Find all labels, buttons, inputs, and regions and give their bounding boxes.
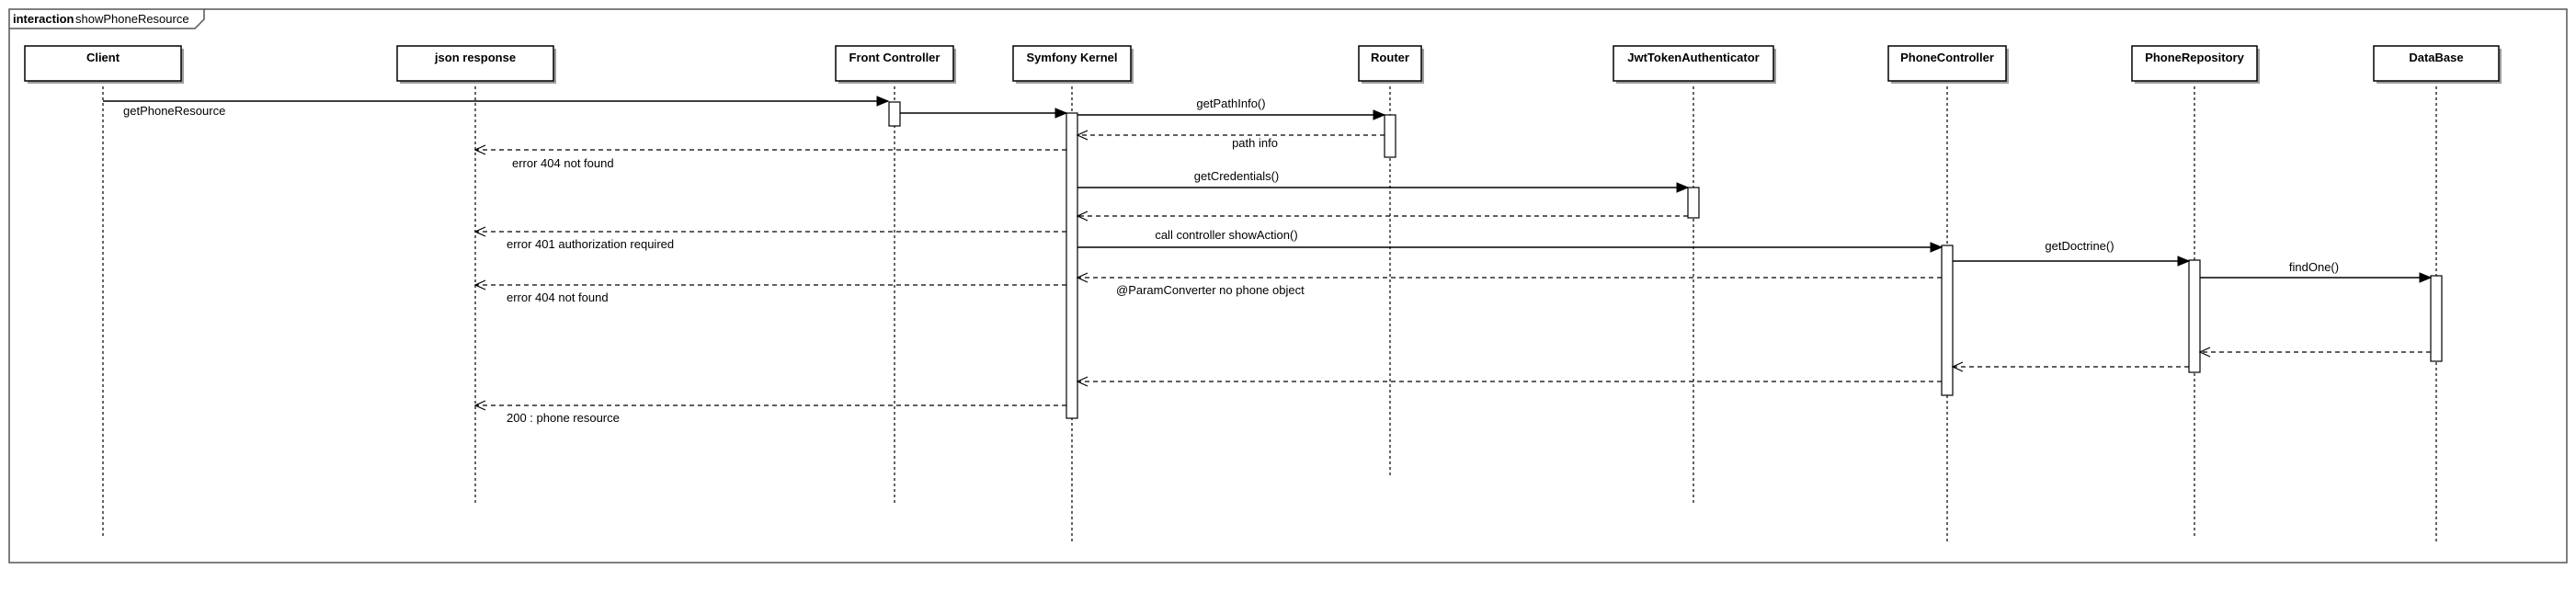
message-return: path info — [1076, 130, 1385, 150]
arrowhead-open — [1076, 211, 1089, 222]
lifeline-label: json response — [434, 51, 516, 64]
message-label: getPathInfo() — [1196, 97, 1265, 110]
activation-bar-kernel — [1066, 112, 1078, 419]
lifelines: Client json response Front Controller Symfo… — [24, 45, 2502, 542]
lifeline-box — [24, 45, 182, 82]
interaction-frame — [8, 8, 2568, 564]
message-call: call controller showAction() — [1077, 228, 1943, 253]
activation-bar-repo — [2188, 259, 2201, 373]
lifeline-box — [396, 45, 554, 82]
message-call: findOne() — [2200, 260, 2433, 283]
lifeline-box — [835, 45, 954, 82]
lifeline-label: PhoneRepository — [2145, 51, 2244, 64]
message-return: error 404 not found — [473, 279, 1066, 304]
lifeline-box — [1613, 45, 1774, 82]
arrowhead-open — [473, 279, 486, 290]
message-label: call controller showAction() — [1155, 228, 1297, 242]
activation-bar-front — [888, 101, 901, 127]
lifeline-client: Client — [24, 45, 184, 538]
message-return: @ParamConverter no phone object — [1076, 272, 1942, 297]
arrowhead-filled — [1373, 109, 1386, 120]
lifeline-box — [1358, 45, 1422, 82]
arrowhead-filled — [876, 96, 890, 107]
message-return — [1951, 361, 2189, 372]
lifeline-box — [2373, 45, 2500, 82]
frame-keyword: interaction — [13, 12, 74, 26]
message-label: findOne() — [2289, 260, 2339, 274]
lifeline-db: DataBase — [2373, 45, 2502, 542]
message-label: getCredentials() — [1194, 169, 1280, 183]
message-label: getPhoneResource — [123, 104, 225, 118]
activation-bar-db — [2430, 275, 2443, 362]
arrowhead-filled — [1054, 108, 1068, 119]
arrowhead-open — [1076, 272, 1089, 283]
message-call — [900, 108, 1068, 119]
lifeline-label: Symfony Kernel — [1027, 51, 1118, 64]
activation-bar-jwt — [1687, 187, 1700, 219]
activation-bar-phonectrl — [1941, 245, 1954, 396]
message-call: getDoctrine() — [1953, 239, 2191, 267]
frame-title: showPhoneResource — [75, 12, 189, 26]
lifeline-box — [2131, 45, 2258, 82]
message-return — [1076, 211, 1688, 222]
message-call: getPathInfo() — [1077, 97, 1386, 120]
lifeline-label: Client — [86, 51, 120, 64]
lifeline-box — [1012, 45, 1132, 82]
message-label: @ParamConverter no phone object — [1116, 283, 1305, 297]
message-label: error 404 not found — [507, 290, 609, 304]
lifeline-phonectrl: PhoneController — [1887, 45, 2009, 542]
message-return — [1076, 376, 1942, 387]
arrowhead-open — [1076, 130, 1089, 141]
arrowhead-open — [473, 226, 486, 237]
message-call: getCredentials() — [1077, 169, 1690, 193]
lifeline-label: JwtTokenAuthenticator — [1627, 51, 1760, 64]
lifeline-json: json response — [396, 45, 556, 504]
lifeline-router: Router — [1358, 45, 1424, 478]
arrowhead-open — [1076, 376, 1089, 387]
lifeline-front: Front Controller — [835, 45, 956, 504]
message-label: error 401 authorization required — [507, 237, 674, 251]
lifeline-box — [1887, 45, 2007, 82]
activation-bars — [888, 101, 2443, 419]
message-call: getPhoneResource — [103, 96, 890, 118]
message-return: error 404 not found — [473, 144, 1066, 170]
message-return — [2198, 347, 2431, 358]
arrowhead-open — [1951, 361, 1964, 372]
arrowhead-open — [473, 144, 486, 155]
message-label: getDoctrine() — [2045, 239, 2114, 253]
lifeline-jwt: JwtTokenAuthenticator — [1613, 45, 1776, 504]
arrowhead-open — [2198, 347, 2211, 358]
message-label: 200 : phone resource — [507, 411, 620, 425]
lifeline-label: PhoneController — [1900, 51, 1994, 64]
frame-tab — [9, 9, 205, 29]
arrowhead-filled — [1930, 242, 1943, 253]
message-return: error 401 authorization required — [473, 226, 1066, 251]
message-return: 200 : phone resource — [473, 400, 1066, 425]
lifeline-label: Router — [1371, 51, 1409, 64]
arrowhead-filled — [2177, 256, 2191, 267]
messages: getPhoneResource getPathInfo() path info er… — [103, 96, 2433, 425]
lifeline-label: Front Controller — [849, 51, 940, 64]
lifeline-kernel: Symfony Kernel — [1012, 45, 1134, 542]
arrowhead-filled — [1676, 182, 1690, 193]
arrowhead-filled — [2419, 272, 2433, 283]
message-label: error 404 not found — [512, 156, 614, 170]
arrowhead-open — [473, 400, 486, 411]
message-label: path info — [1232, 136, 1278, 150]
activation-bar-router — [1384, 114, 1396, 158]
lifeline-label: DataBase — [2409, 51, 2463, 64]
